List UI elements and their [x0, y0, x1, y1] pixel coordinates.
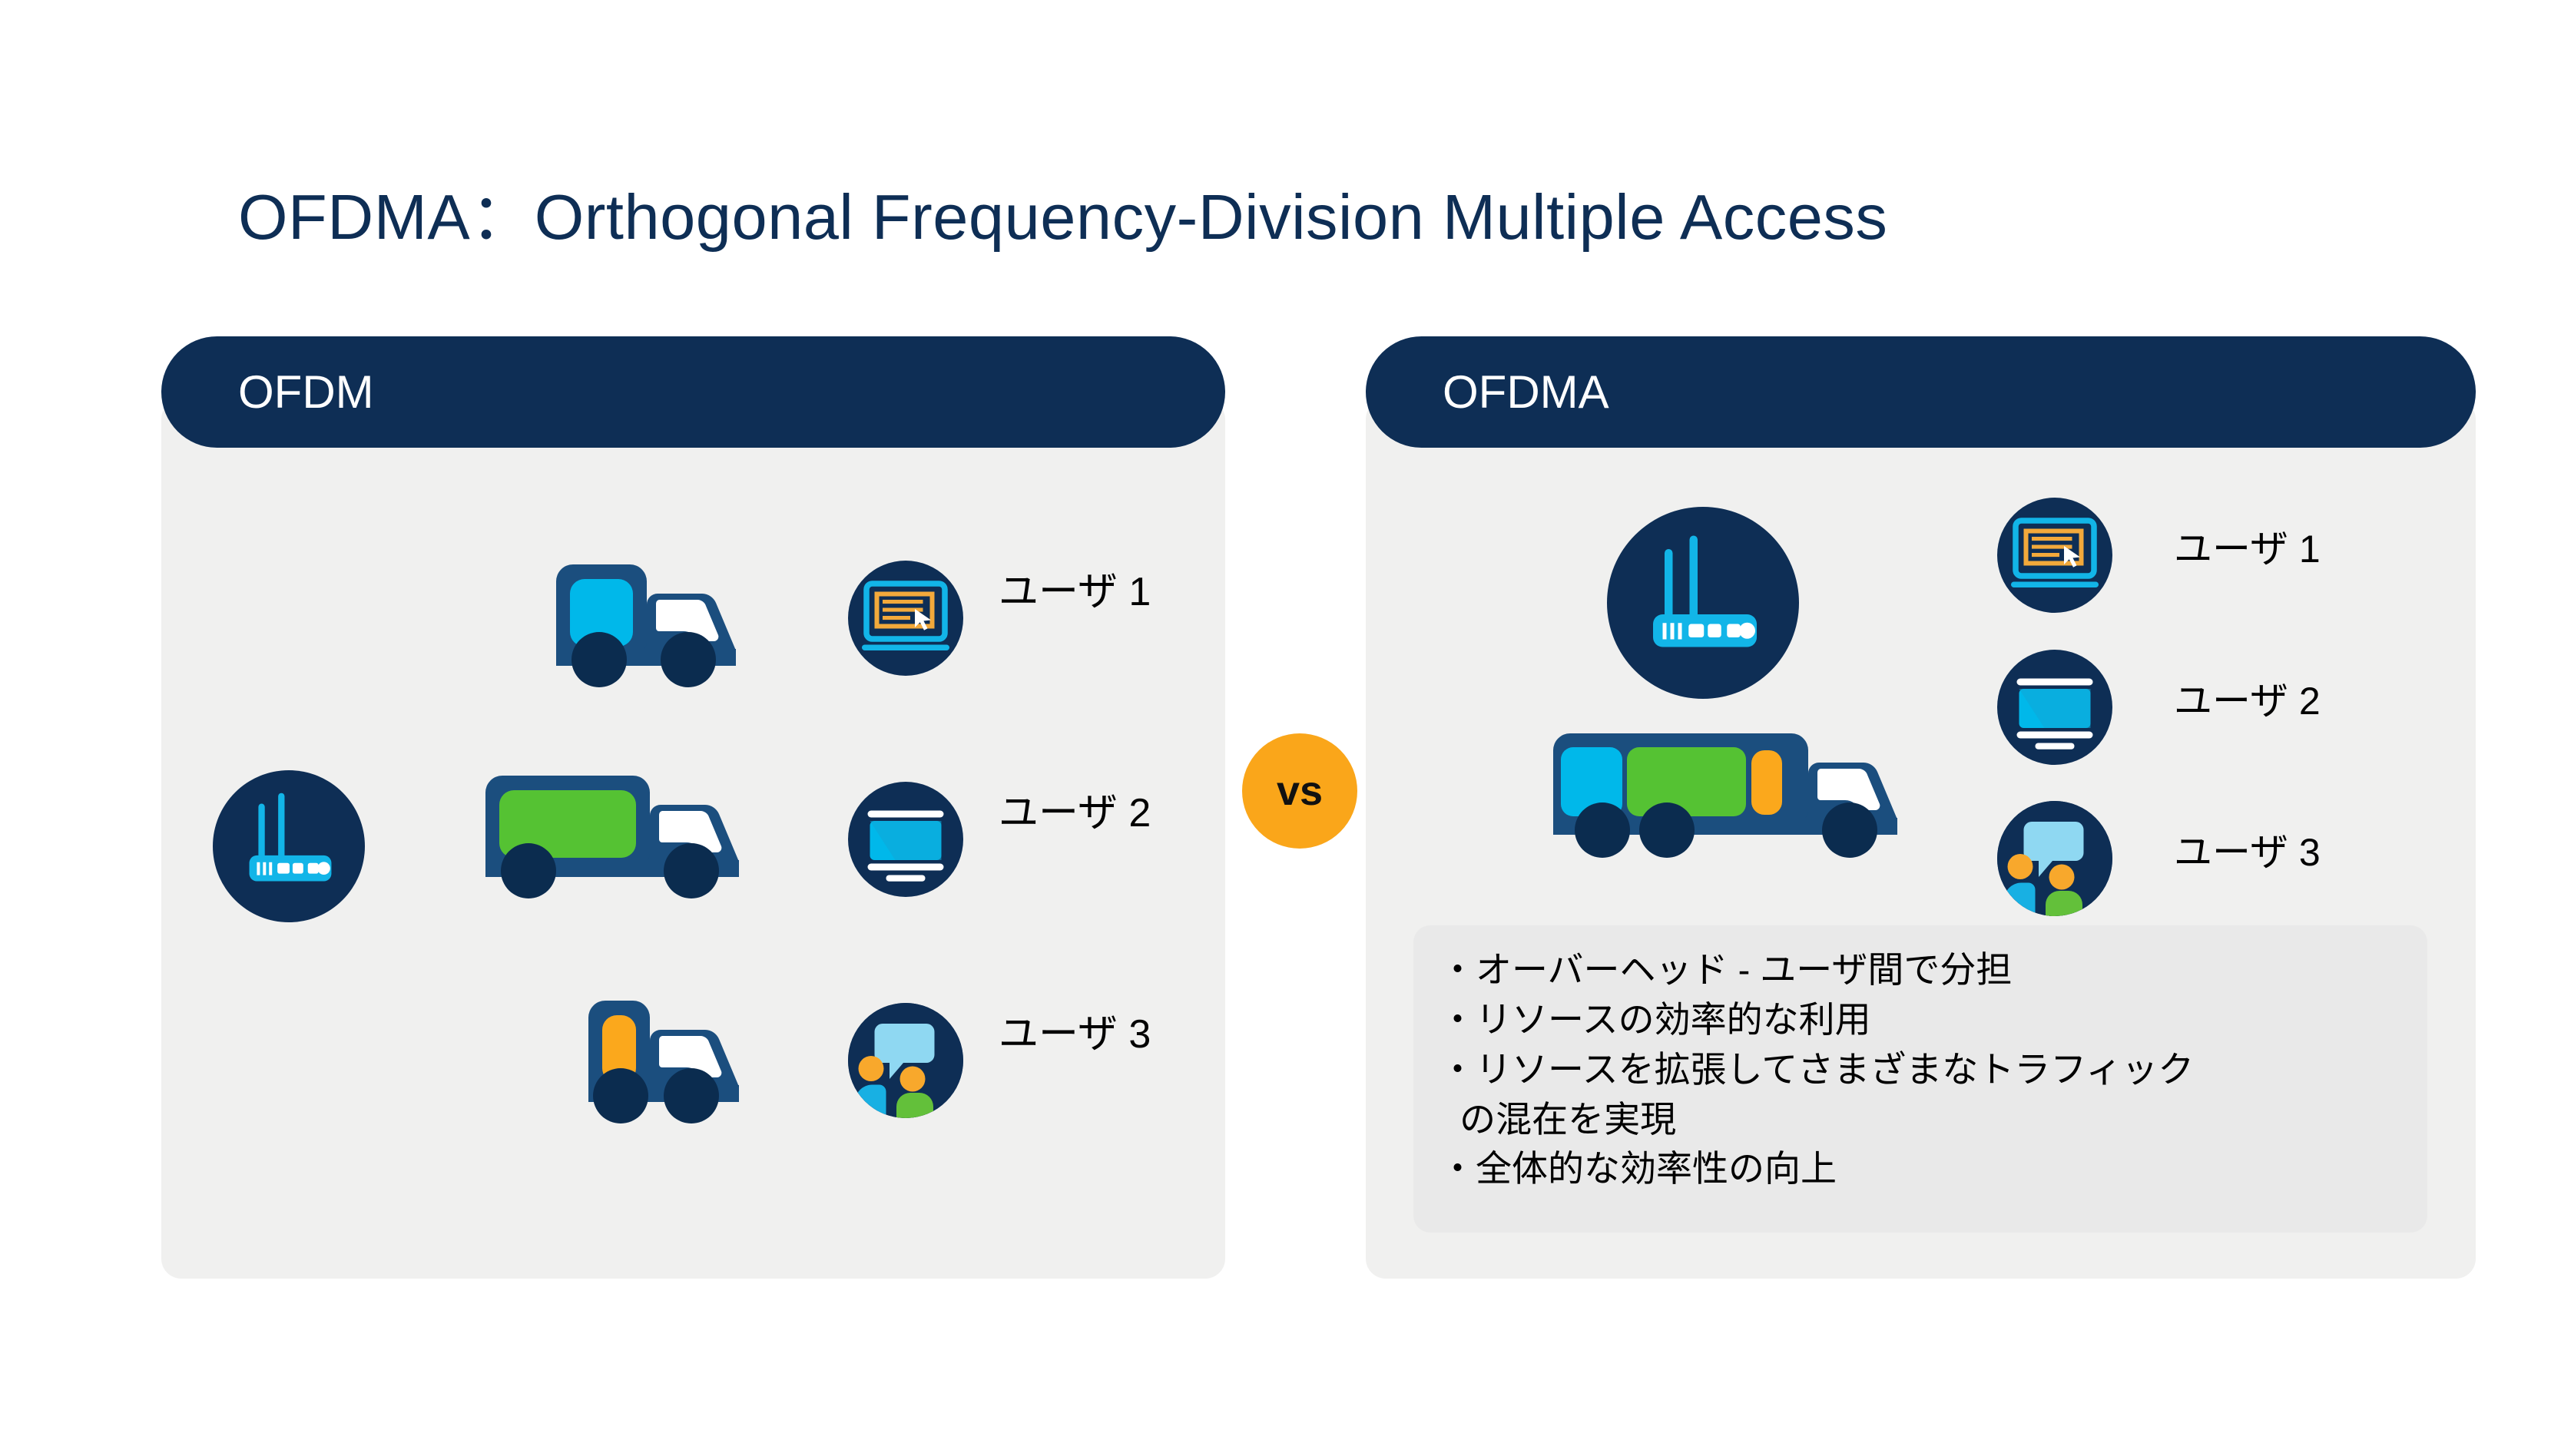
list-item: ・リソースを拡張してさまざまなトラフィック の混在を実現 [1440, 1048, 2195, 1140]
truck-combined [1550, 733, 1942, 864]
user-label-3: ユーザ 3 [2174, 831, 2321, 874]
user-label-2: ユーザ 2 [999, 791, 1151, 836]
ofdma-panel-header: OFDMA [1366, 336, 2476, 448]
monitor-icon [848, 782, 963, 897]
people-chat-icon [848, 1003, 963, 1118]
user-label-3: ユーザ 3 [999, 1012, 1151, 1057]
ofdma-panel-title: OFDMA [1443, 366, 1609, 418]
vs-badge: vs [1242, 733, 1357, 849]
laptop-icon [848, 561, 963, 676]
laptop-icon [1997, 498, 2112, 613]
truck-orange [585, 1001, 747, 1131]
benefits-list: ・オーバーヘッド - ユーザ間で分担 ・リソースの効率的な利用 ・リソースを拡張… [1413, 925, 2427, 1233]
people-chat-icon [1997, 801, 2112, 916]
list-item: ・リソースの効率的な利用 [1440, 998, 1871, 1040]
truck-green [482, 776, 747, 906]
wifi-router-icon [213, 770, 365, 922]
truck-cyan [553, 564, 745, 695]
user-label-1: ユーザ 1 [2174, 528, 2321, 571]
monitor-icon [1997, 650, 2112, 765]
ofdm-panel-header: OFDM [161, 336, 1225, 448]
list-item: ・全体的な効率性の向上 [1440, 1148, 1837, 1190]
user-label-2: ユーザ 2 [2174, 680, 2321, 723]
list-item: ・オーバーヘッド - ユーザ間で分担 [1440, 949, 2013, 990]
wifi-router-icon [1607, 507, 1799, 699]
user-label-1: ユーザ 1 [999, 570, 1151, 614]
ofdm-panel-title: OFDM [238, 366, 374, 418]
page-title: OFDMA：Orthogonal Frequency-Division Mult… [238, 181, 1888, 253]
